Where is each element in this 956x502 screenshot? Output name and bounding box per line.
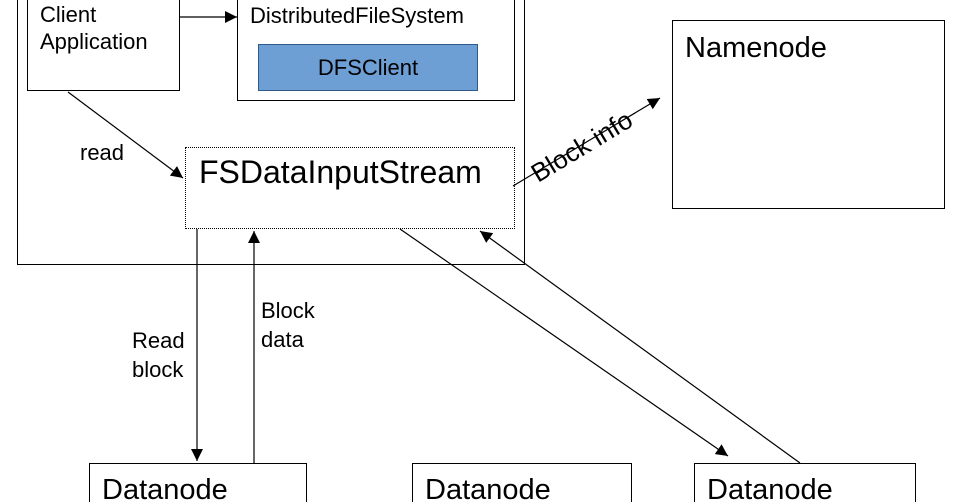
datanode3-to-stream-arrow (479, 230, 801, 464)
datanode-label-2: Datanode (425, 474, 551, 502)
namenode-label: Namenode (685, 32, 827, 64)
client-application-label-line2: Application (40, 29, 148, 54)
block-data-label-line2: data (261, 327, 305, 352)
block-info-edge-label: Block info (526, 104, 638, 188)
block-info-arrow (512, 97, 661, 187)
datanode-label-3: Datanode (707, 474, 833, 502)
read-block-label-line1: Read (132, 328, 185, 353)
dfsclient-label: DFSClient (317, 54, 419, 80)
datanode-box-3: Datanode (694, 463, 916, 502)
datanode-box-2: Datanode (412, 463, 632, 502)
dfsclient-box: DFSClient (258, 44, 478, 91)
client-application-box: Client Application (27, 0, 180, 91)
datanode-label-1: Datanode (102, 474, 228, 502)
fsdatainputstream-label: FSDataInputStream (199, 154, 482, 190)
block-data-label-line1: Block (261, 298, 316, 323)
fsdatainputstream-box: FSDataInputStream (185, 147, 515, 229)
client-application-label-line1: Client (40, 2, 97, 27)
datanode-box-1: Datanode (89, 463, 307, 502)
namenode-box: Namenode (672, 20, 945, 209)
read-block-label-line2: block (132, 357, 184, 382)
distributed-file-system-label: DistributedFileSystem (250, 3, 464, 28)
